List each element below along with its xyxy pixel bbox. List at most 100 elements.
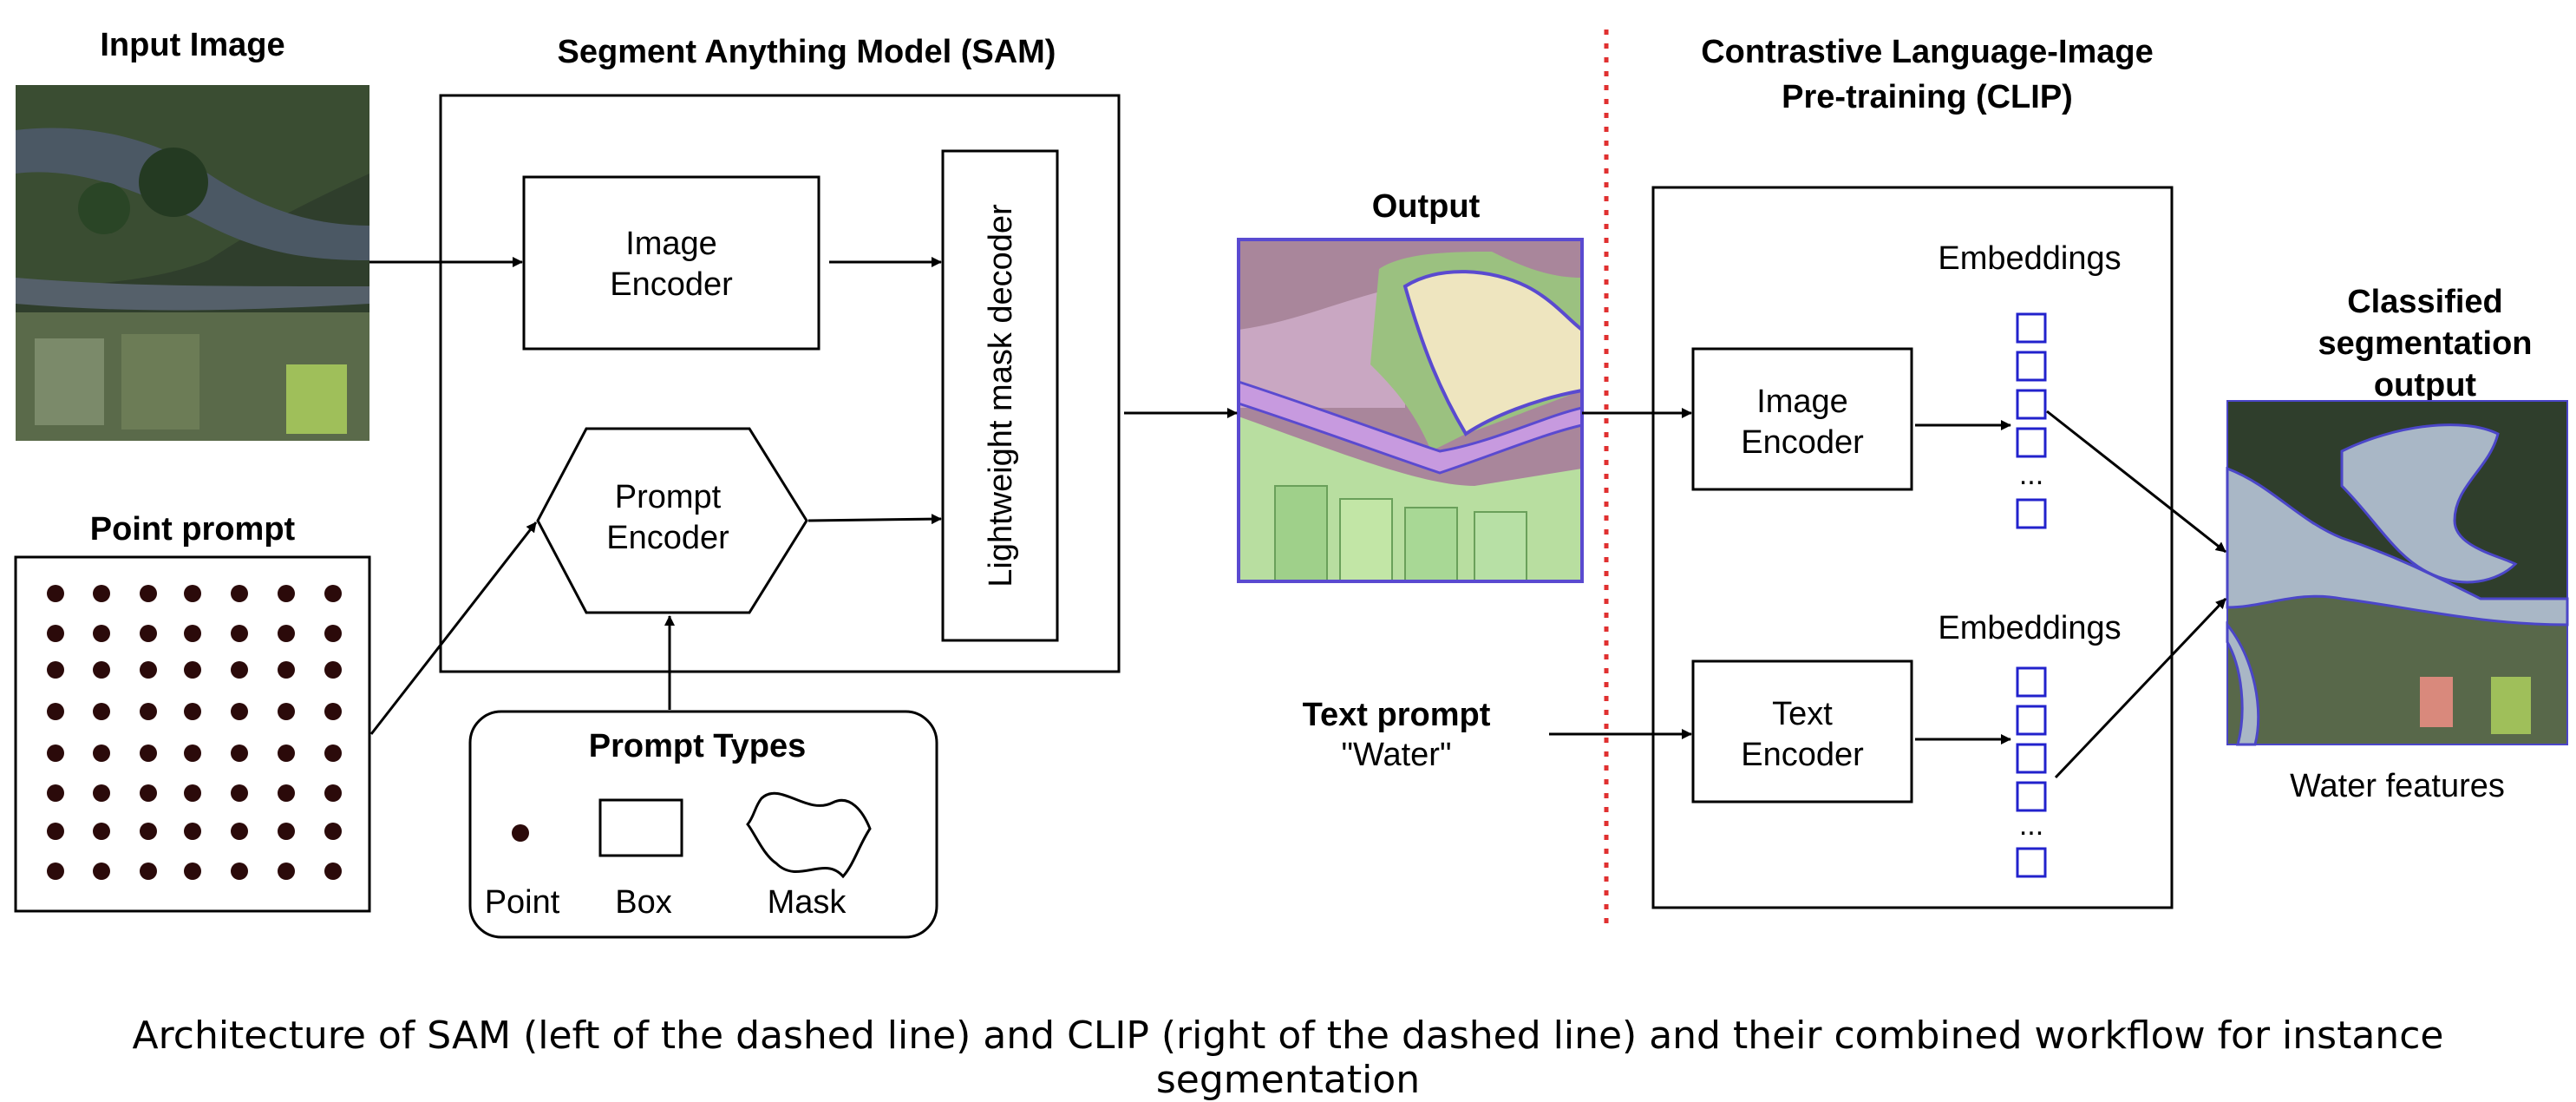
prompt-point-dot <box>324 703 342 720</box>
clip-text-encoder-line1: Text <box>1772 696 1833 732</box>
clip-title-line1: Contrastive Language-Image <box>1701 34 2154 70</box>
figure-caption: Architecture of SAM (left of the dashed … <box>132 1013 2444 1102</box>
prompt-type-mask-label: Mask <box>768 884 847 921</box>
prompt-point-dot <box>231 585 248 602</box>
prompt-point-dot <box>47 823 64 840</box>
prompt-point-dot <box>278 703 295 720</box>
result-title-line1: Classified <box>2347 284 2503 320</box>
prompt-point-dot <box>278 585 295 602</box>
prompt-point-dot <box>231 745 248 762</box>
sam-image-encoder-box <box>522 175 821 351</box>
sam-image-encoder-line1: Image <box>625 226 717 262</box>
output-title: Output <box>1372 188 1481 225</box>
text-embedding-vector <box>2016 666 2047 878</box>
prompt-type-mask-icon <box>746 791 872 879</box>
sam-prompt-encoder-hexagon <box>536 427 808 614</box>
prompt-point-dot <box>184 863 201 880</box>
prompt-point-dot <box>184 625 201 642</box>
sam-frame <box>439 94 1121 673</box>
prompt-point-dot <box>140 863 157 880</box>
prompt-point-dot <box>140 661 157 679</box>
result-title-line2: segmentation <box>2318 325 2532 362</box>
prompt-point-dot <box>140 823 157 840</box>
prompt-point-dot <box>231 863 248 880</box>
text-prompt-title: Text prompt <box>1303 697 1491 733</box>
prompt-point-dot <box>184 661 201 679</box>
prompt-point-dot <box>47 745 64 762</box>
prompt-point-dot <box>278 661 295 679</box>
prompt-point-dot <box>278 745 295 762</box>
arrow-text-embeddings-to-result <box>2054 597 2227 779</box>
prompt-point-dot <box>324 625 342 642</box>
prompt-point-dot <box>93 784 110 802</box>
image-embedding-ellipsis: ... <box>2019 458 2043 491</box>
prompt-point-dot <box>278 863 295 880</box>
prompt-point-dot <box>93 703 110 720</box>
mask-decoder-box <box>941 149 1059 642</box>
arrow-image-embeddings-to-result <box>2046 410 2226 554</box>
classified-segmentation-image <box>2226 400 2569 746</box>
prompt-point-dot <box>93 863 110 880</box>
point-prompt-grid <box>14 555 371 913</box>
mask-decoder-label: Lightweight mask decoder <box>983 204 1019 587</box>
sam-prompt-encoder-line2: Encoder <box>606 520 729 556</box>
prompt-point-dot <box>231 625 248 642</box>
prompt-point-dot <box>184 585 201 602</box>
prompt-point-dot <box>47 585 64 602</box>
embeddings-top-label: Embeddings <box>1938 240 2121 277</box>
prompt-point-dot <box>324 661 342 679</box>
prompt-point-dot <box>93 823 110 840</box>
architecture-diagram: Input Image Point prompt Segment Anythin… <box>14 27 2569 939</box>
clip-text-encoder-line2: Encoder <box>1741 737 1864 773</box>
prompt-types-panel <box>468 710 938 939</box>
input-image-title: Input Image <box>100 27 284 63</box>
prompt-point-dot <box>93 745 110 762</box>
point-grid-dots <box>47 585 342 880</box>
flow-arrows <box>369 257 2227 779</box>
text-embedding-ellipsis: ... <box>2019 809 2043 842</box>
clip-frame <box>1651 186 2174 909</box>
image-embedding-vector <box>2016 312 2047 529</box>
prompt-point-dot <box>93 585 110 602</box>
prompt-point-dot <box>324 585 342 602</box>
prompt-point-dot <box>184 784 201 802</box>
prompt-point-dot <box>140 585 157 602</box>
water-features-label: Water features <box>2290 768 2505 804</box>
prompt-type-point-icon <box>512 824 529 842</box>
prompt-point-dot <box>93 625 110 642</box>
prompt-point-dot <box>278 823 295 840</box>
prompt-point-dot <box>184 745 201 762</box>
prompt-point-dot <box>140 745 157 762</box>
prompt-type-box-label: Box <box>615 884 671 921</box>
clip-image-encoder-box <box>1691 347 1913 491</box>
prompt-point-dot <box>184 823 201 840</box>
sam-prompt-encoder-line1: Prompt <box>615 479 722 515</box>
prompt-type-box-icon <box>598 798 683 857</box>
prompt-point-dot <box>231 784 248 802</box>
prompt-point-dot <box>231 823 248 840</box>
prompt-point-dot <box>324 863 342 880</box>
prompt-point-dot <box>278 625 295 642</box>
prompt-point-dot <box>324 823 342 840</box>
arrow-prompt-encoder-to-decoder <box>807 514 942 525</box>
prompt-point-dot <box>47 625 64 642</box>
clip-text-encoder-box <box>1691 659 1913 804</box>
point-prompt-title: Point prompt <box>90 511 296 548</box>
prompt-point-dot <box>324 745 342 762</box>
prompt-point-dot <box>324 784 342 802</box>
embeddings-bottom-label: Embeddings <box>1938 610 2121 646</box>
output-segmentation-image <box>1237 238 1584 583</box>
prompt-point-dot <box>47 784 64 802</box>
prompt-point-dot <box>278 784 295 802</box>
prompt-point-dot <box>47 703 64 720</box>
clip-title-line2: Pre-training (CLIP) <box>1782 79 2073 115</box>
prompt-point-dot <box>184 703 201 720</box>
prompt-point-dot <box>140 703 157 720</box>
prompt-point-dot <box>93 661 110 679</box>
prompt-point-dot <box>140 784 157 802</box>
arrow-points-to-prompt-encoder <box>369 521 538 735</box>
prompt-type-point-label: Point <box>485 884 560 921</box>
clip-image-encoder-line2: Encoder <box>1741 424 1864 461</box>
input-satellite-image <box>16 85 369 441</box>
prompt-point-dot <box>231 661 248 679</box>
